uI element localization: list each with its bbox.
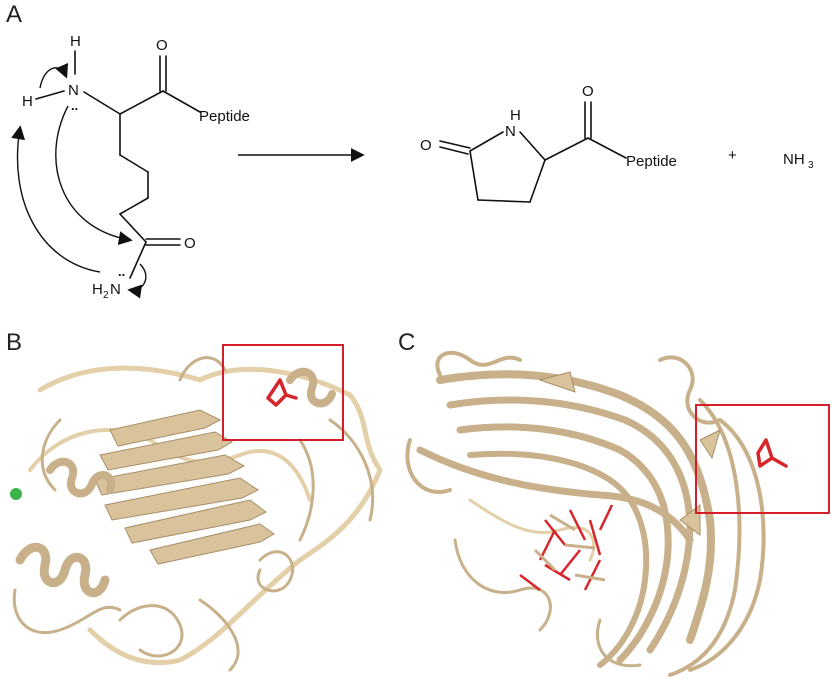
highlight-box-b <box>222 344 344 441</box>
label-peptide-product: Peptide <box>626 153 677 170</box>
atom-o-lactam: O <box>420 137 432 154</box>
bond-side-4 <box>119 197 149 215</box>
bond-nh-left <box>35 90 65 100</box>
pyroglutamate-c <box>756 438 788 468</box>
bond-c-peptide <box>162 90 201 113</box>
bond-lactam-co-1 <box>439 140 471 149</box>
protein-structure-b <box>12 356 383 672</box>
bond-ring-n-c <box>469 131 504 152</box>
electron-arrows <box>11 62 147 299</box>
panel-label-a: A <box>6 1 22 28</box>
lone-pair-amine: .. <box>71 98 78 113</box>
atom-n-amide: N <box>110 281 121 298</box>
lone-pair-amide: .. <box>118 264 125 279</box>
bond-product-peptide <box>587 137 627 159</box>
label-peptide-reactant: Peptide <box>199 108 250 125</box>
atom-o-product-carbonyl: O <box>582 83 594 100</box>
bond-ring-2 <box>477 199 531 203</box>
bond-amide-cn <box>129 241 147 279</box>
atom-n-ring: N <box>505 123 516 140</box>
arrow-nh2-to-h <box>11 125 101 273</box>
atom-h-top: H <box>70 33 81 50</box>
highlight-box-c <box>695 404 830 514</box>
reactant-structure: H H N .. O Peptide O .. H 2 N <box>22 33 250 301</box>
pyroglutamate-b <box>266 378 298 407</box>
bond-n-calpha <box>83 91 121 115</box>
label-nh3-subscript: 3 <box>808 160 814 171</box>
atom-o-carbonyl: O <box>156 37 168 54</box>
atom-o-amide: O <box>184 235 196 252</box>
bond-calpha-c <box>119 90 164 115</box>
plus-sign: + <box>728 147 737 164</box>
arrow-n-to-carbonyl <box>55 105 133 245</box>
bond-lactam-co-2 <box>439 146 469 155</box>
bond-ring-1 <box>469 150 479 201</box>
atom-h-amide: H <box>92 281 103 298</box>
metal-ion <box>10 488 22 500</box>
bond-side-5 <box>119 213 147 243</box>
panel-label-c: C <box>398 329 415 356</box>
bond-ring-n-ca <box>519 131 546 161</box>
bond-ca-c <box>544 137 589 161</box>
label-nh3: NH <box>783 151 805 168</box>
protein-structure-c <box>405 350 766 677</box>
bond-ring-3 <box>529 159 546 203</box>
atom-h-amide-subscript: 2 <box>103 290 109 301</box>
atom-h-ring: H <box>510 107 521 124</box>
arrow-amide-lone-pair <box>127 263 147 299</box>
product-structure: H N O O Peptide + NH 3 <box>420 83 814 203</box>
panel-label-b: B <box>6 329 22 356</box>
atom-n-amine: N <box>68 82 79 99</box>
atom-h-left: H <box>22 93 33 110</box>
arrow-n-to-h <box>39 62 69 89</box>
bond-side-2 <box>119 154 149 173</box>
